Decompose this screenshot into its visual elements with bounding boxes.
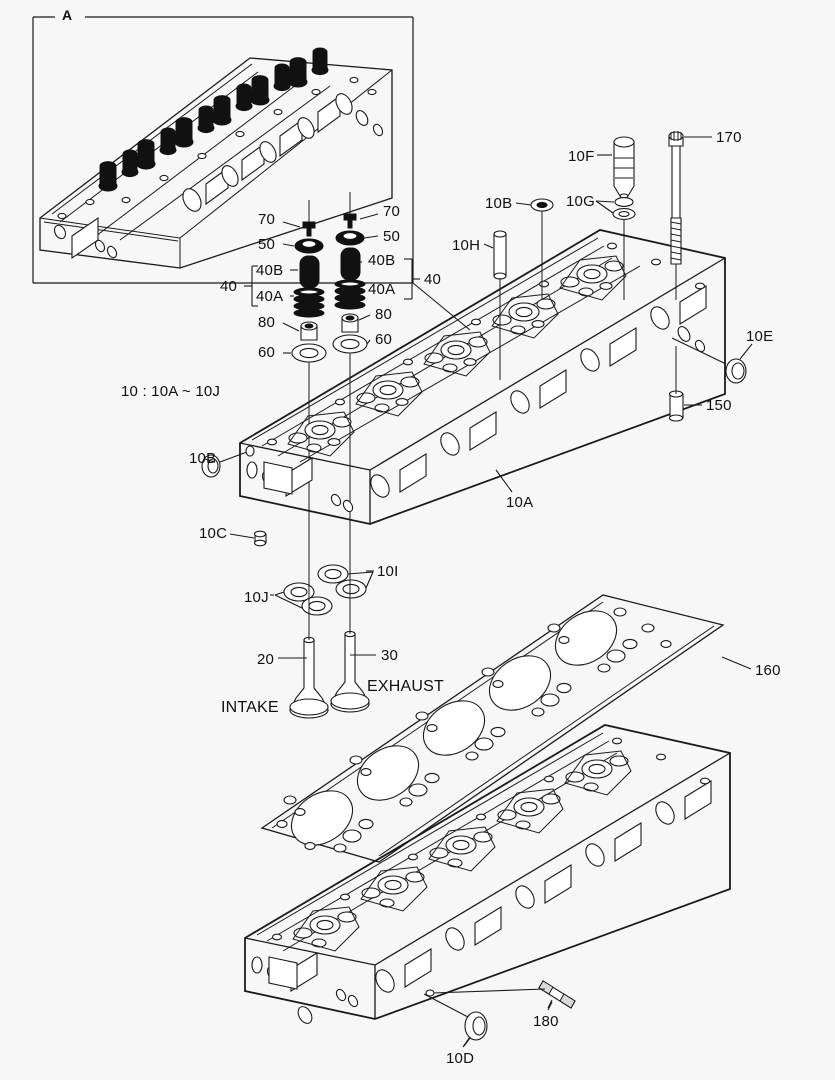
bottom-cylinder-head [244, 724, 731, 1024]
callout-10j: 10J [244, 589, 269, 606]
part-150-dowel-pin [668, 346, 684, 422]
part-10e-seal-ring [671, 337, 747, 384]
part-10g-o-rings [612, 197, 636, 300]
callout-40b-right: 40B [368, 252, 396, 269]
group-note-10: 10 : 10A ~ 10J [121, 383, 221, 400]
callout-40-right: 40 [424, 271, 442, 288]
part-30-exhaust-valve [330, 570, 370, 713]
callout-70-left: 70 [258, 211, 276, 228]
callout-80-right: 80 [375, 306, 393, 323]
callout-180: 180 [533, 1013, 559, 1030]
part-10b-left [201, 445, 255, 478]
callout-10f: 10F [568, 148, 595, 165]
part-160-head-gasket [260, 594, 725, 863]
label-exhaust: EXHAUST [367, 678, 444, 695]
callout-30: 30 [381, 647, 399, 664]
part-170-head-bolt [668, 131, 684, 300]
callout-10c: 10C [199, 525, 228, 542]
part-10f-injector-sleeve [613, 136, 635, 199]
valve-spring-stack-left [291, 200, 327, 582]
callout-40a-left: 40A [256, 288, 284, 305]
callout-70-right: 70 [383, 203, 401, 220]
part-10i-stem-seals [317, 564, 374, 599]
callout-10b-top: 10B [485, 195, 513, 212]
part-10d-seal-ring [423, 993, 488, 1047]
callout-10a: 10A [506, 494, 534, 511]
callout-10d: 10D [446, 1050, 475, 1067]
callout-80-left: 80 [258, 314, 276, 331]
detail-box-tag-a: A [62, 7, 73, 23]
part-10j-stem-seals [274, 582, 333, 616]
callout-10g: 10G [566, 193, 595, 210]
label-intake: INTAKE [221, 699, 279, 716]
valve-spring-stack-right [332, 192, 368, 570]
callout-10h: 10H [452, 237, 481, 254]
part-10c-plug [253, 530, 267, 547]
part-10b-top [530, 198, 554, 300]
main-cylinder-head-10a [239, 229, 726, 525]
part-10h-dowel-pin [493, 230, 507, 380]
callout-60-right: 60 [375, 331, 393, 348]
callout-150: 150 [706, 397, 732, 414]
callout-50-left: 50 [258, 236, 276, 253]
callout-10b-left: 10B [189, 450, 217, 467]
callout-40-left: 40 [220, 278, 238, 295]
callout-50-right: 50 [383, 228, 401, 245]
callout-160: 160 [755, 662, 781, 679]
part-180-stud-bolt [425, 980, 576, 1009]
callout-20: 20 [257, 651, 275, 668]
leader-lines [33, 16, 753, 1048]
callout-10i: 10I [377, 563, 399, 580]
detail-a-cylinder-head-illustration [39, 47, 393, 269]
callout-40b-left: 40B [256, 262, 284, 279]
callout-40a-right: 40A [368, 281, 396, 298]
callout-60-left: 60 [258, 344, 276, 361]
callout-10e: 10E [746, 328, 774, 345]
part-20-intake-valve [289, 582, 329, 719]
callout-170: 170 [716, 129, 742, 146]
